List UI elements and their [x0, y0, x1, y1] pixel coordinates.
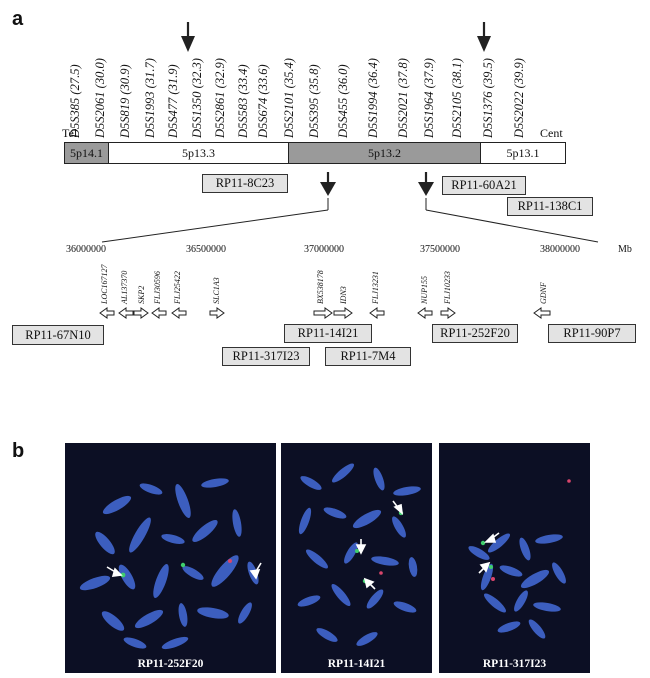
clone-box: RP11-317I23: [222, 347, 310, 366]
clone-box: RP11-60A21: [442, 176, 526, 195]
gene-label: FLJ10233: [443, 271, 452, 304]
clone-box: RP11-90P7: [548, 324, 636, 343]
scale-tick: 36000000: [66, 244, 106, 255]
gene-arrow-right: [440, 307, 456, 319]
gene-arrow-right: [333, 307, 353, 319]
gene-label: IDN3: [339, 286, 348, 304]
scale-tick: 37000000: [304, 244, 344, 255]
band-5p13-3: 5p13.3: [109, 143, 289, 163]
gene-label: FLJ25422: [173, 271, 182, 304]
zoom-line-right-diag: [425, 209, 599, 243]
gene-label: FLJ30596: [153, 271, 162, 304]
gene-label: GDNF: [539, 282, 548, 304]
chromosome-band-bar: 5p14.1 5p13.3 5p13.2 5p13.1: [64, 142, 566, 164]
gene-label: SLC1A3: [212, 277, 221, 304]
photo-label: RP11-14I21: [327, 658, 386, 670]
clone-box: RP11-8C23: [202, 174, 288, 193]
panel-b-letter: b: [12, 440, 25, 462]
gene-arrows: [99, 307, 551, 319]
marker-arrow-d5s1376: [477, 22, 491, 52]
gene-arrow-left: [118, 307, 134, 319]
clone-box: RP11-14I21: [284, 324, 372, 343]
zoom-line-left-diag: [101, 209, 329, 243]
band-5p14-1: 5p14.1: [65, 143, 109, 163]
clone-box: RP11-7M4: [325, 347, 411, 366]
fish-image-2: RP11-14I21: [281, 443, 432, 673]
gene-label: SKP2: [137, 285, 146, 304]
gene-arrow-right: [313, 307, 333, 319]
gene-arrow-left: [171, 307, 187, 319]
panel-a-arrows: [101, 22, 599, 243]
gene-label: AL137370: [120, 270, 129, 304]
cent-label: Cent: [540, 126, 563, 140]
gene-label: BX538178: [316, 270, 325, 304]
scale-tick: 36500000: [186, 244, 226, 255]
fish-image-1: RP11-252F20: [65, 443, 276, 673]
gene-arrow-left: [533, 307, 551, 319]
scale-tick: 37500000: [420, 244, 460, 255]
scale-tick: 38000000: [540, 244, 580, 255]
gene-arrow-left: [369, 307, 385, 319]
gene-label: LOC167127: [100, 264, 109, 304]
band-5p13-2: 5p13.2: [289, 143, 481, 163]
gene-arrow-left: [99, 307, 115, 319]
gene-arrow-right: [133, 307, 149, 319]
clone-box: RP11-138C1: [507, 197, 593, 216]
tel-label: Tel: [62, 126, 78, 140]
gene-arrow-left: [151, 307, 167, 319]
clone-box: RP11-252F20: [432, 324, 518, 343]
zoom-arrow-left: [320, 172, 336, 196]
chromosome-spread: [297, 463, 421, 646]
band-5p13-1: 5p13.1: [481, 143, 565, 163]
photo-label: RP11-317I23: [482, 658, 547, 670]
gene-label: FLJ13231: [371, 271, 380, 304]
photo-label: RP11-252F20: [137, 658, 204, 670]
zoom-arrow-right: [418, 172, 434, 196]
gene-label: NUP155: [420, 276, 429, 304]
marker-arrow-d5s477: [181, 22, 195, 52]
gene-arrow-right: [209, 307, 225, 319]
scale-unit: Mb: [618, 244, 632, 255]
panel-a-letter: a: [12, 8, 24, 30]
fish-image-3: RP11-317I23: [439, 443, 590, 673]
chromosome-spread: [79, 478, 262, 650]
gene-arrow-left: [417, 307, 433, 319]
chromosome-spread: [468, 479, 571, 639]
clone-box: RP11-67N10: [12, 325, 104, 345]
